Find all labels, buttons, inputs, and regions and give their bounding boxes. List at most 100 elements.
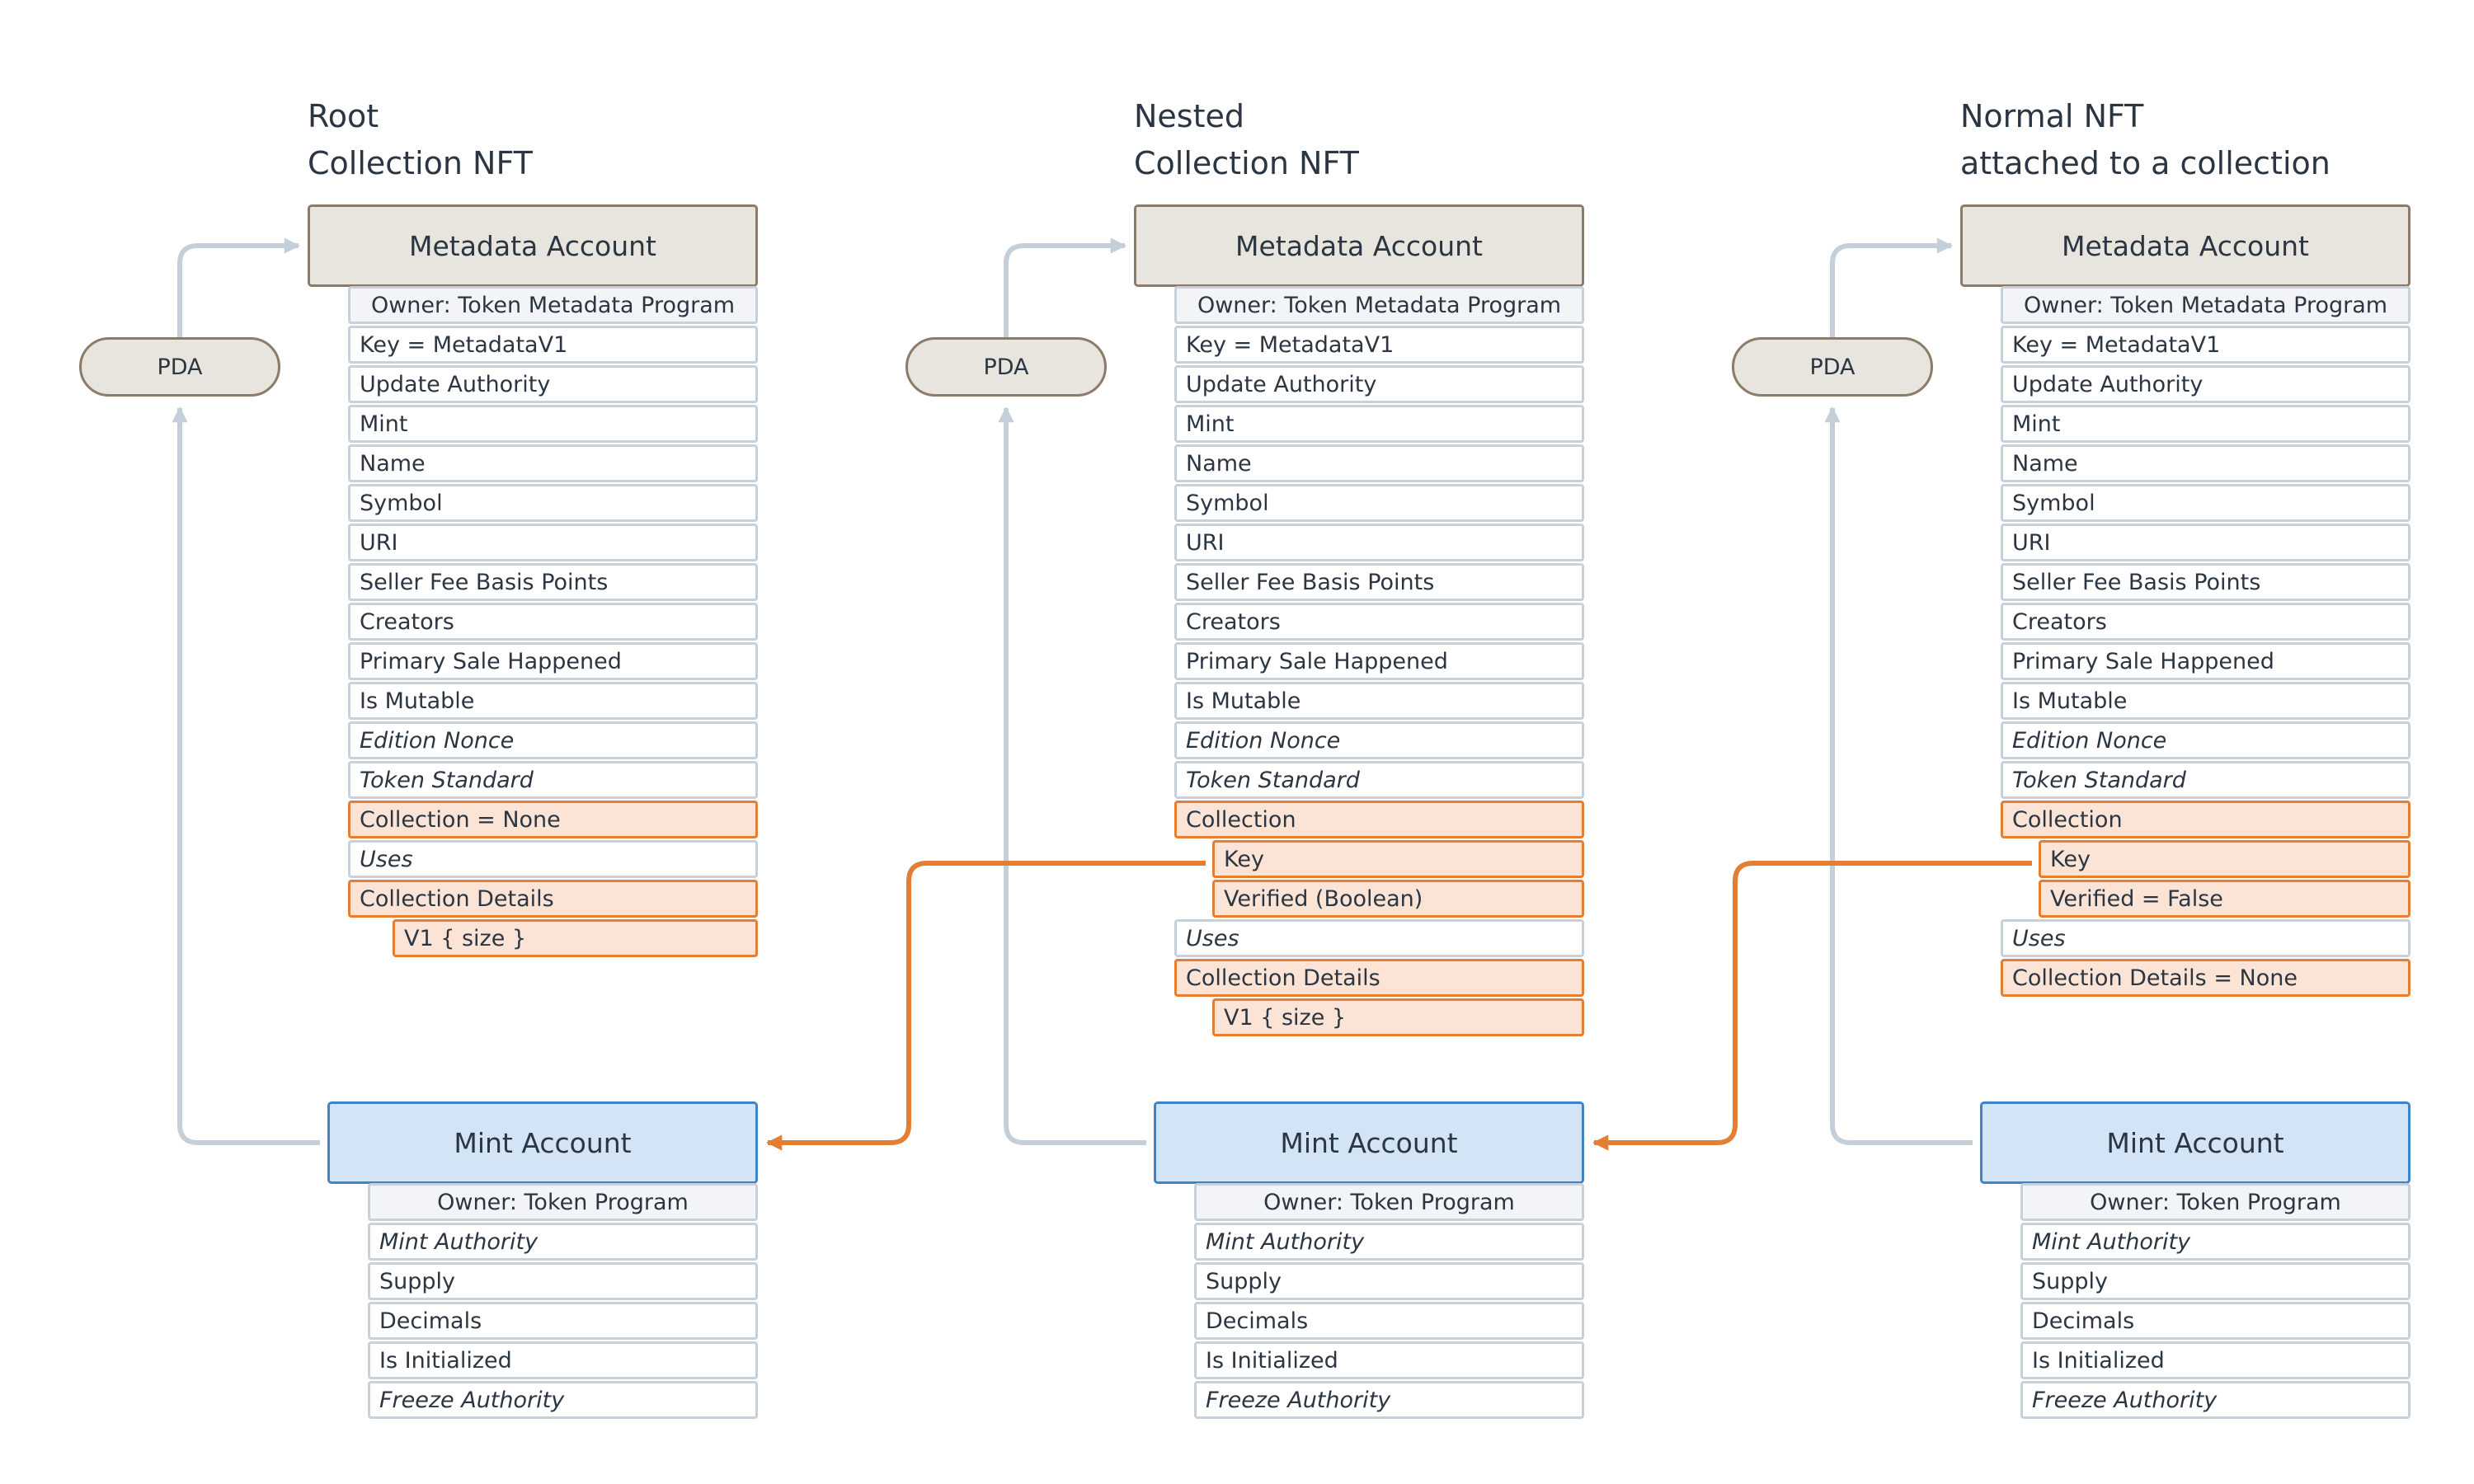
mint-account-header: Mint Account (327, 1101, 758, 1184)
metadata-field-row: Is Mutable (348, 682, 758, 720)
metadata-field-row: Collection = None (348, 801, 758, 838)
metadata-field-row: Primary Sale Happened (1174, 642, 1584, 680)
metadata-field-row: Collection (1174, 801, 1584, 838)
metadata-field-row: Collection Details (1174, 959, 1584, 997)
metadata-field-row: V1 { size } (1212, 998, 1584, 1036)
metadata-field-row: Symbol (1174, 484, 1584, 522)
mint-field-row: Decimals (2020, 1302, 2411, 1340)
mint-field-row: Mint Authority (1194, 1223, 1584, 1261)
metadata-field-row: Creators (1174, 603, 1584, 641)
mint-field-row: Supply (1194, 1262, 1584, 1300)
column-title: Normal NFT attached to a collection (1960, 93, 2331, 187)
metadata-field-row: Name (348, 444, 758, 482)
title-line-2: Collection NFT (1134, 145, 1359, 181)
metadata-field-row: Update Authority (1174, 365, 1584, 403)
mint-account-header: Mint Account (1980, 1101, 2411, 1184)
mint-field-row: Decimals (1194, 1302, 1584, 1340)
metadata-field-row: Token Standard (2001, 761, 2411, 799)
mint-to-pda-arrow (1824, 406, 1973, 1145)
metadata-field-row: Symbol (2001, 484, 2411, 522)
metadata-field-row: Verified (Boolean) (1212, 880, 1584, 918)
metadata-field-row: Token Standard (1174, 761, 1584, 799)
title-line-1: Root (308, 98, 379, 134)
mint-owner-row: Owner: Token Program (368, 1183, 758, 1221)
metadata-field-row: Update Authority (348, 365, 758, 403)
metadata-field-row: Symbol (348, 484, 758, 522)
mint-field-row: Supply (368, 1262, 758, 1300)
mint-owner-row: Owner: Token Program (1194, 1183, 1584, 1221)
mint-field-row: Is Initialized (2020, 1341, 2411, 1379)
title-line-2: Collection NFT (308, 145, 533, 181)
mint-account-header: Mint Account (1154, 1101, 1584, 1184)
mint-to-pda-arrow (172, 406, 320, 1145)
metadata-field-row: Edition Nonce (348, 721, 758, 759)
metadata-field-row: Mint (1174, 405, 1584, 443)
metadata-owner-row: Owner: Token Metadata Program (1174, 286, 1584, 324)
metadata-field-row: Mint (348, 405, 758, 443)
metadata-field-row: Verified = False (2039, 880, 2411, 918)
metadata-field-row: Uses (2001, 919, 2411, 957)
title-line-2: attached to a collection (1960, 145, 2331, 181)
metadata-owner-row: Owner: Token Metadata Program (348, 286, 758, 324)
pda-node: PDA (79, 337, 280, 397)
metadata-field-row: Name (1174, 444, 1584, 482)
mint-field-row: Is Initialized (1194, 1341, 1584, 1379)
collection-key-to-mint-arrow (1592, 861, 2032, 1151)
metadata-field-row: V1 { size } (393, 919, 758, 957)
metadata-field-row: Creators (2001, 603, 2411, 641)
metadata-field-row: Edition Nonce (2001, 721, 2411, 759)
metadata-field-row: Key = MetadataV1 (348, 326, 758, 364)
collection-key-to-mint-arrow (766, 861, 1206, 1151)
pda-node: PDA (905, 337, 1107, 397)
mint-field-row: Freeze Authority (1194, 1381, 1584, 1419)
metadata-field-row: Seller Fee Basis Points (2001, 563, 2411, 601)
metadata-field-row: Collection Details (348, 880, 758, 918)
title-line-1: Nested (1134, 98, 1245, 134)
pda-to-metadata-arrow (1004, 237, 1126, 337)
mint-owner-row: Owner: Token Program (2020, 1183, 2411, 1221)
metadata-field-row: Collection (2001, 801, 2411, 838)
metadata-field-row: Collection Details = None (2001, 959, 2411, 997)
mint-field-row: Mint Authority (368, 1223, 758, 1261)
mint-field-row: Is Initialized (368, 1341, 758, 1379)
metadata-field-row: Token Standard (348, 761, 758, 799)
metadata-field-row: Primary Sale Happened (2001, 642, 2411, 680)
mint-field-row: Freeze Authority (2020, 1381, 2411, 1419)
metadata-field-row: Key = MetadataV1 (1174, 326, 1584, 364)
pda-to-metadata-arrow (1830, 237, 1953, 337)
metadata-field-row: Creators (348, 603, 758, 641)
metadata-account-header: Metadata Account (1960, 204, 2411, 287)
metadata-field-row: Update Authority (2001, 365, 2411, 403)
pda-to-metadata-arrow (177, 237, 300, 337)
metadata-field-row: Mint (2001, 405, 2411, 443)
metadata-field-row: Is Mutable (1174, 682, 1584, 720)
metadata-field-row: Edition Nonce (1174, 721, 1584, 759)
mint-field-row: Decimals (368, 1302, 758, 1340)
metadata-field-row: Name (2001, 444, 2411, 482)
metadata-field-row: Uses (348, 840, 758, 878)
metadata-field-row: URI (1174, 524, 1584, 561)
mint-field-row: Mint Authority (2020, 1223, 2411, 1261)
metadata-account-header: Metadata Account (1134, 204, 1584, 287)
metadata-field-row: Key = MetadataV1 (2001, 326, 2411, 364)
title-line-1: Normal NFT (1960, 98, 2144, 134)
metadata-field-row: Primary Sale Happened (348, 642, 758, 680)
metadata-field-row: URI (2001, 524, 2411, 561)
metadata-account-header: Metadata Account (308, 204, 758, 287)
metadata-field-row: Key (2039, 840, 2411, 878)
mint-field-row: Supply (2020, 1262, 2411, 1300)
pda-node: PDA (1732, 337, 1933, 397)
metadata-field-row: Uses (1174, 919, 1584, 957)
metadata-owner-row: Owner: Token Metadata Program (2001, 286, 2411, 324)
mint-to-pda-arrow (998, 406, 1146, 1145)
mint-field-row: Freeze Authority (368, 1381, 758, 1419)
metadata-field-row: Key (1212, 840, 1584, 878)
metadata-field-row: Seller Fee Basis Points (1174, 563, 1584, 601)
metadata-field-row: Is Mutable (2001, 682, 2411, 720)
metadata-field-row: URI (348, 524, 758, 561)
metadata-field-row: Seller Fee Basis Points (348, 563, 758, 601)
